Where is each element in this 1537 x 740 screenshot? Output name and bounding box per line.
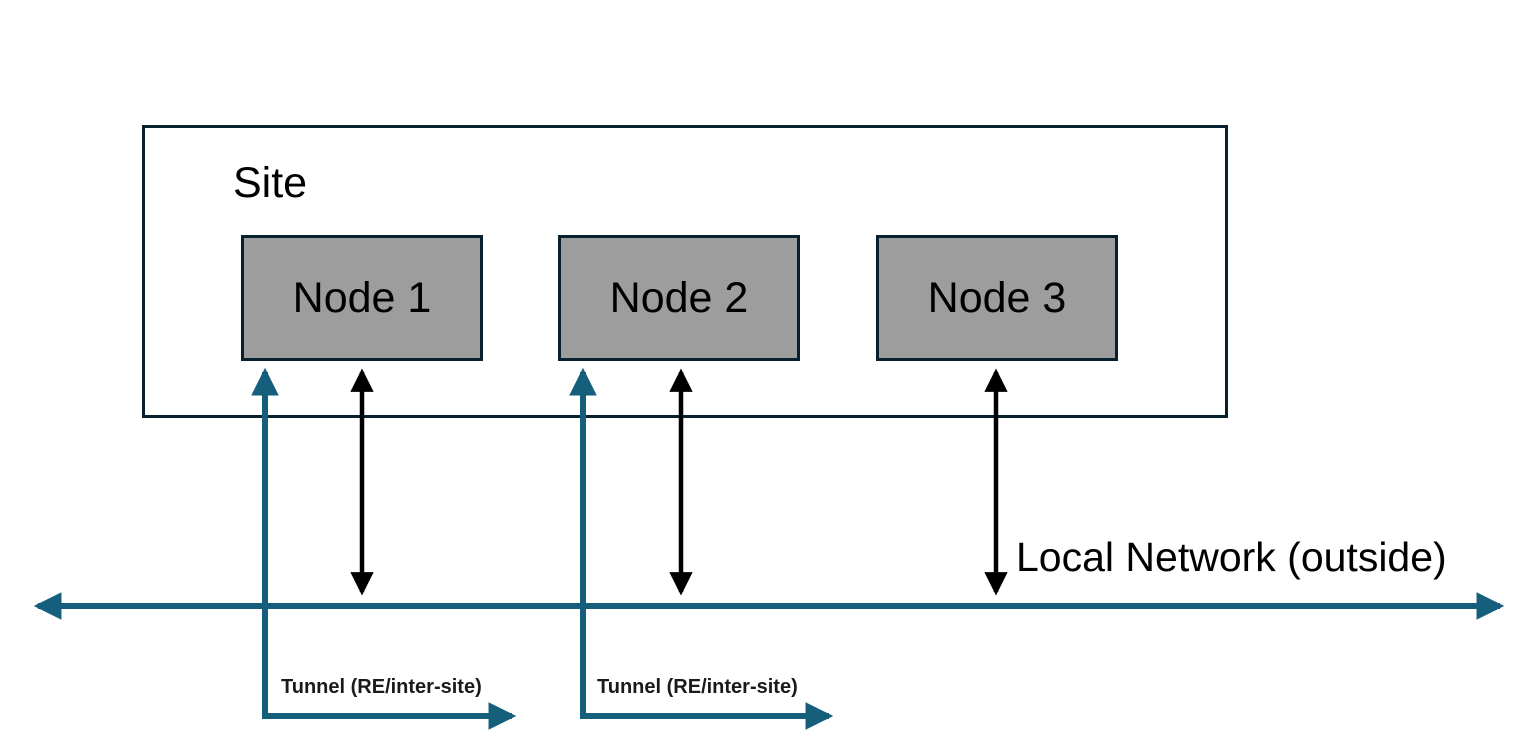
node-3-box: Node 3: [876, 235, 1118, 361]
node-1-label: Node 1: [292, 273, 432, 322]
node-2-box: Node 2: [558, 235, 800, 361]
tunnel-2-path: [569, 367, 834, 730]
local-network-label: Local Network (outside): [1016, 534, 1447, 580]
tunnel-1-path: [251, 367, 517, 730]
tunnel-2-label: Tunnel (RE/inter-site): [597, 676, 798, 698]
node-3-label: Node 3: [927, 273, 1067, 322]
site-label: Site: [233, 159, 308, 207]
tunnel-1-label: Tunnel (RE/inter-site): [281, 676, 482, 698]
node-2-label: Node 2: [609, 273, 749, 322]
node-1-box: Node 1: [241, 235, 483, 361]
